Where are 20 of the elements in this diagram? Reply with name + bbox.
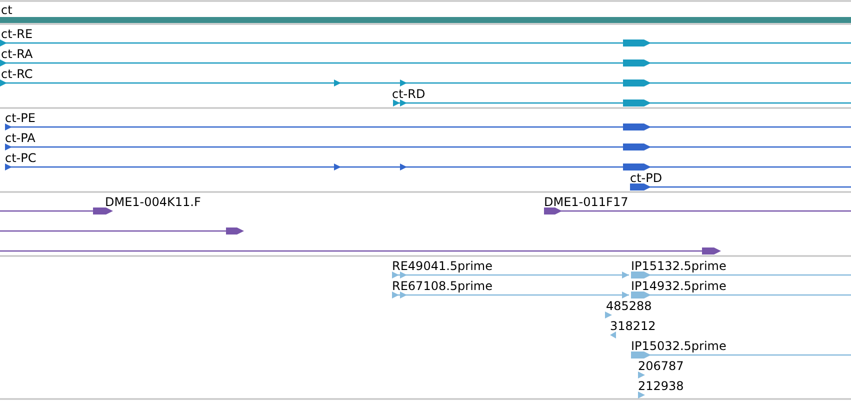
feature-label: ct-PC (5, 151, 36, 165)
feature-label: IP15032.5prime (631, 339, 726, 353)
feature-label: ct-PE (5, 111, 36, 125)
track-title: ct (1, 3, 12, 17)
feature-label: ct-RA (1, 47, 33, 61)
feature-label: RE49041.5prime (392, 259, 492, 273)
feature-label: IP14932.5prime (631, 279, 726, 293)
feature-label: 318212 (610, 319, 656, 333)
feature-label: ct-RE (1, 27, 33, 41)
feature-label: ct-PD (630, 171, 662, 185)
feature-label: IP15132.5prime (631, 259, 726, 273)
feature-label: DME1-004K11.F (105, 195, 201, 209)
feature-label: 485288 (606, 299, 652, 313)
feature-label: ct-PA (5, 131, 36, 145)
feature-label: RE67108.5prime (392, 279, 492, 293)
feature-label: 206787 (638, 359, 684, 373)
feature-label: ct-RC (1, 67, 33, 81)
feature-label: 212938 (638, 379, 684, 393)
feature-label: DME1-011F17 (544, 195, 628, 209)
feature-label: ct-RD (392, 87, 426, 101)
